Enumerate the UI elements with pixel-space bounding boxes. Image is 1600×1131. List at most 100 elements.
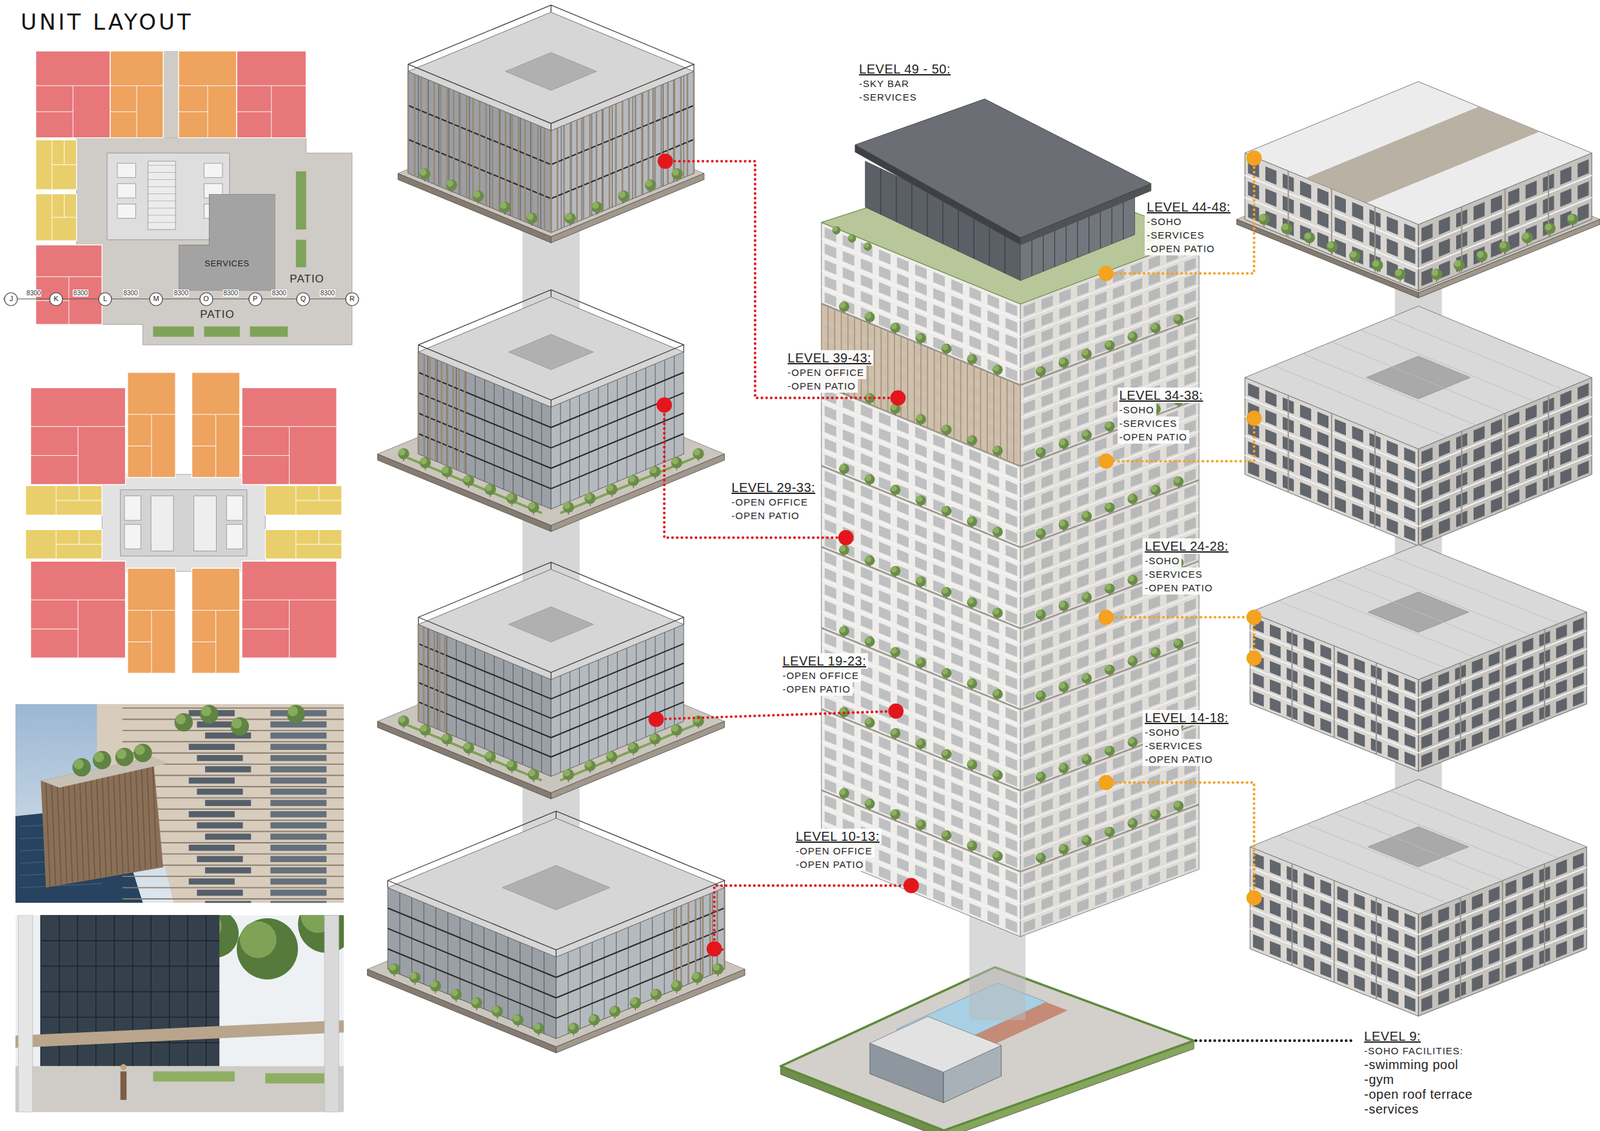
mullion [455, 640, 457, 738]
window [1320, 644, 1332, 661]
mullion [1543, 863, 1546, 966]
office-floors [377, 289, 725, 532]
tree [563, 502, 571, 509]
timber-fin [68, 778, 73, 883]
tree [1371, 259, 1383, 271]
floor-plan [3, 50, 360, 346]
window [1265, 188, 1277, 208]
window [1320, 940, 1332, 959]
floor-slab [418, 413, 552, 469]
window [1303, 893, 1315, 911]
mullion [40, 915, 220, 916]
tree [231, 718, 242, 729]
timber-fin [101, 771, 106, 877]
glazing [188, 878, 235, 885]
apartment-unit [178, 50, 237, 138]
tree [463, 475, 471, 482]
lift-core [120, 489, 247, 556]
glazing [270, 743, 327, 750]
tree [230, 717, 249, 736]
mullion [40, 991, 220, 993]
tree [651, 989, 658, 996]
mullion [635, 644, 637, 741]
tree [526, 212, 538, 224]
mullion [569, 399, 571, 502]
unit-wall [1362, 567, 1531, 635]
tree [712, 964, 720, 971]
window [1403, 466, 1415, 484]
timber-fin [653, 87, 656, 190]
unit-wall [1334, 578, 1503, 646]
mullion [503, 387, 504, 490]
tree [94, 751, 105, 763]
tree [671, 168, 683, 180]
window [1352, 426, 1364, 444]
mullion [597, 387, 599, 490]
window [1303, 872, 1315, 890]
window [1473, 484, 1485, 502]
lift-shaft [226, 524, 243, 549]
window [1354, 913, 1366, 931]
timber-fin [90, 773, 95, 880]
window [1265, 428, 1277, 446]
room-wall [110, 111, 137, 113]
mullion [617, 379, 618, 482]
window [1354, 893, 1366, 911]
mullion [448, 88, 450, 191]
mullion [642, 92, 643, 195]
floor-slab [418, 392, 552, 448]
window [1473, 224, 1485, 244]
window [1560, 166, 1571, 186]
railing-post [682, 617, 684, 625]
glazing [270, 833, 327, 840]
mullion [579, 667, 580, 765]
tree [671, 457, 683, 469]
timber-fin [556, 127, 559, 230]
timber-fin [147, 762, 151, 869]
timber-fin [647, 90, 650, 193]
window [1421, 974, 1433, 992]
window [1403, 223, 1415, 243]
mullion [522, 667, 524, 765]
glazing [270, 822, 327, 829]
timber-fin [452, 366, 455, 469]
window [1404, 696, 1416, 713]
window [1403, 486, 1415, 504]
floor-slab [387, 949, 556, 1019]
room-wall [78, 599, 79, 658]
apartment-unit [265, 529, 342, 560]
tree [650, 733, 657, 741]
mullion [561, 126, 562, 229]
window [1438, 967, 1450, 986]
mullion [1291, 863, 1294, 966]
tree [649, 466, 661, 478]
tree [691, 972, 699, 979]
glazing [188, 844, 235, 851]
tree [1545, 223, 1552, 230]
render-view [15, 915, 344, 1112]
timber-fin [709, 893, 712, 976]
tree [671, 980, 679, 988]
tree [1372, 259, 1379, 267]
tree [73, 759, 84, 770]
tree [1394, 268, 1406, 280]
planter [203, 326, 240, 337]
window [1421, 714, 1433, 731]
office-floors [397, 5, 705, 244]
window [1556, 661, 1568, 678]
timber-fin [524, 119, 527, 222]
timber-fin [498, 108, 501, 211]
stair-tread [147, 207, 176, 209]
window [1269, 697, 1281, 714]
tree [484, 751, 492, 759]
tree [712, 963, 724, 975]
tree [199, 704, 218, 723]
tree [562, 501, 574, 513]
tree [1304, 232, 1312, 240]
window [1317, 489, 1329, 507]
tree [645, 179, 652, 187]
mullion [512, 391, 514, 494]
tree [499, 201, 511, 213]
window [1303, 674, 1315, 691]
apartment-unit [35, 50, 111, 138]
